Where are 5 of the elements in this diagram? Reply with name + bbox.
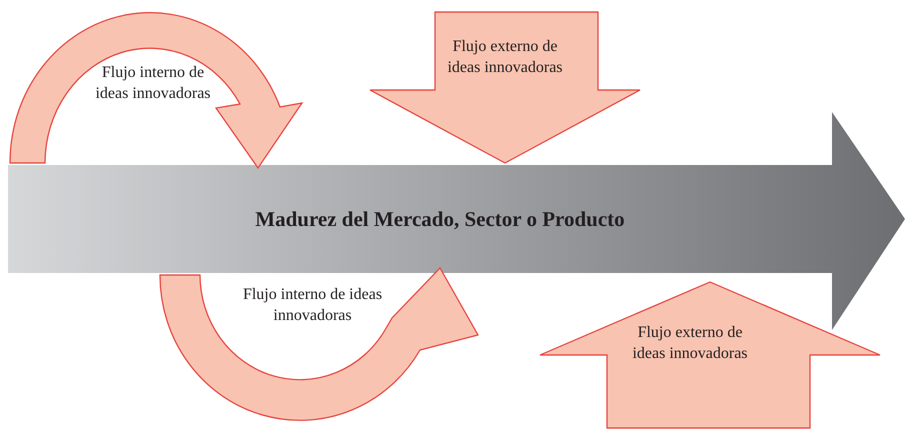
arrow-label: Flujo externo de ideas innovadoras [446, 37, 564, 78]
arrow-title: Madurez del Mercado, Sector o Producto [254, 206, 626, 232]
arrow-label: Flujo externo de ideas innovadoras [631, 323, 749, 364]
arrow-label: Flujo interno de ideas innovadoras [242, 285, 384, 326]
arrow-label: Flujo interno de ideas innovadoras [94, 63, 212, 104]
